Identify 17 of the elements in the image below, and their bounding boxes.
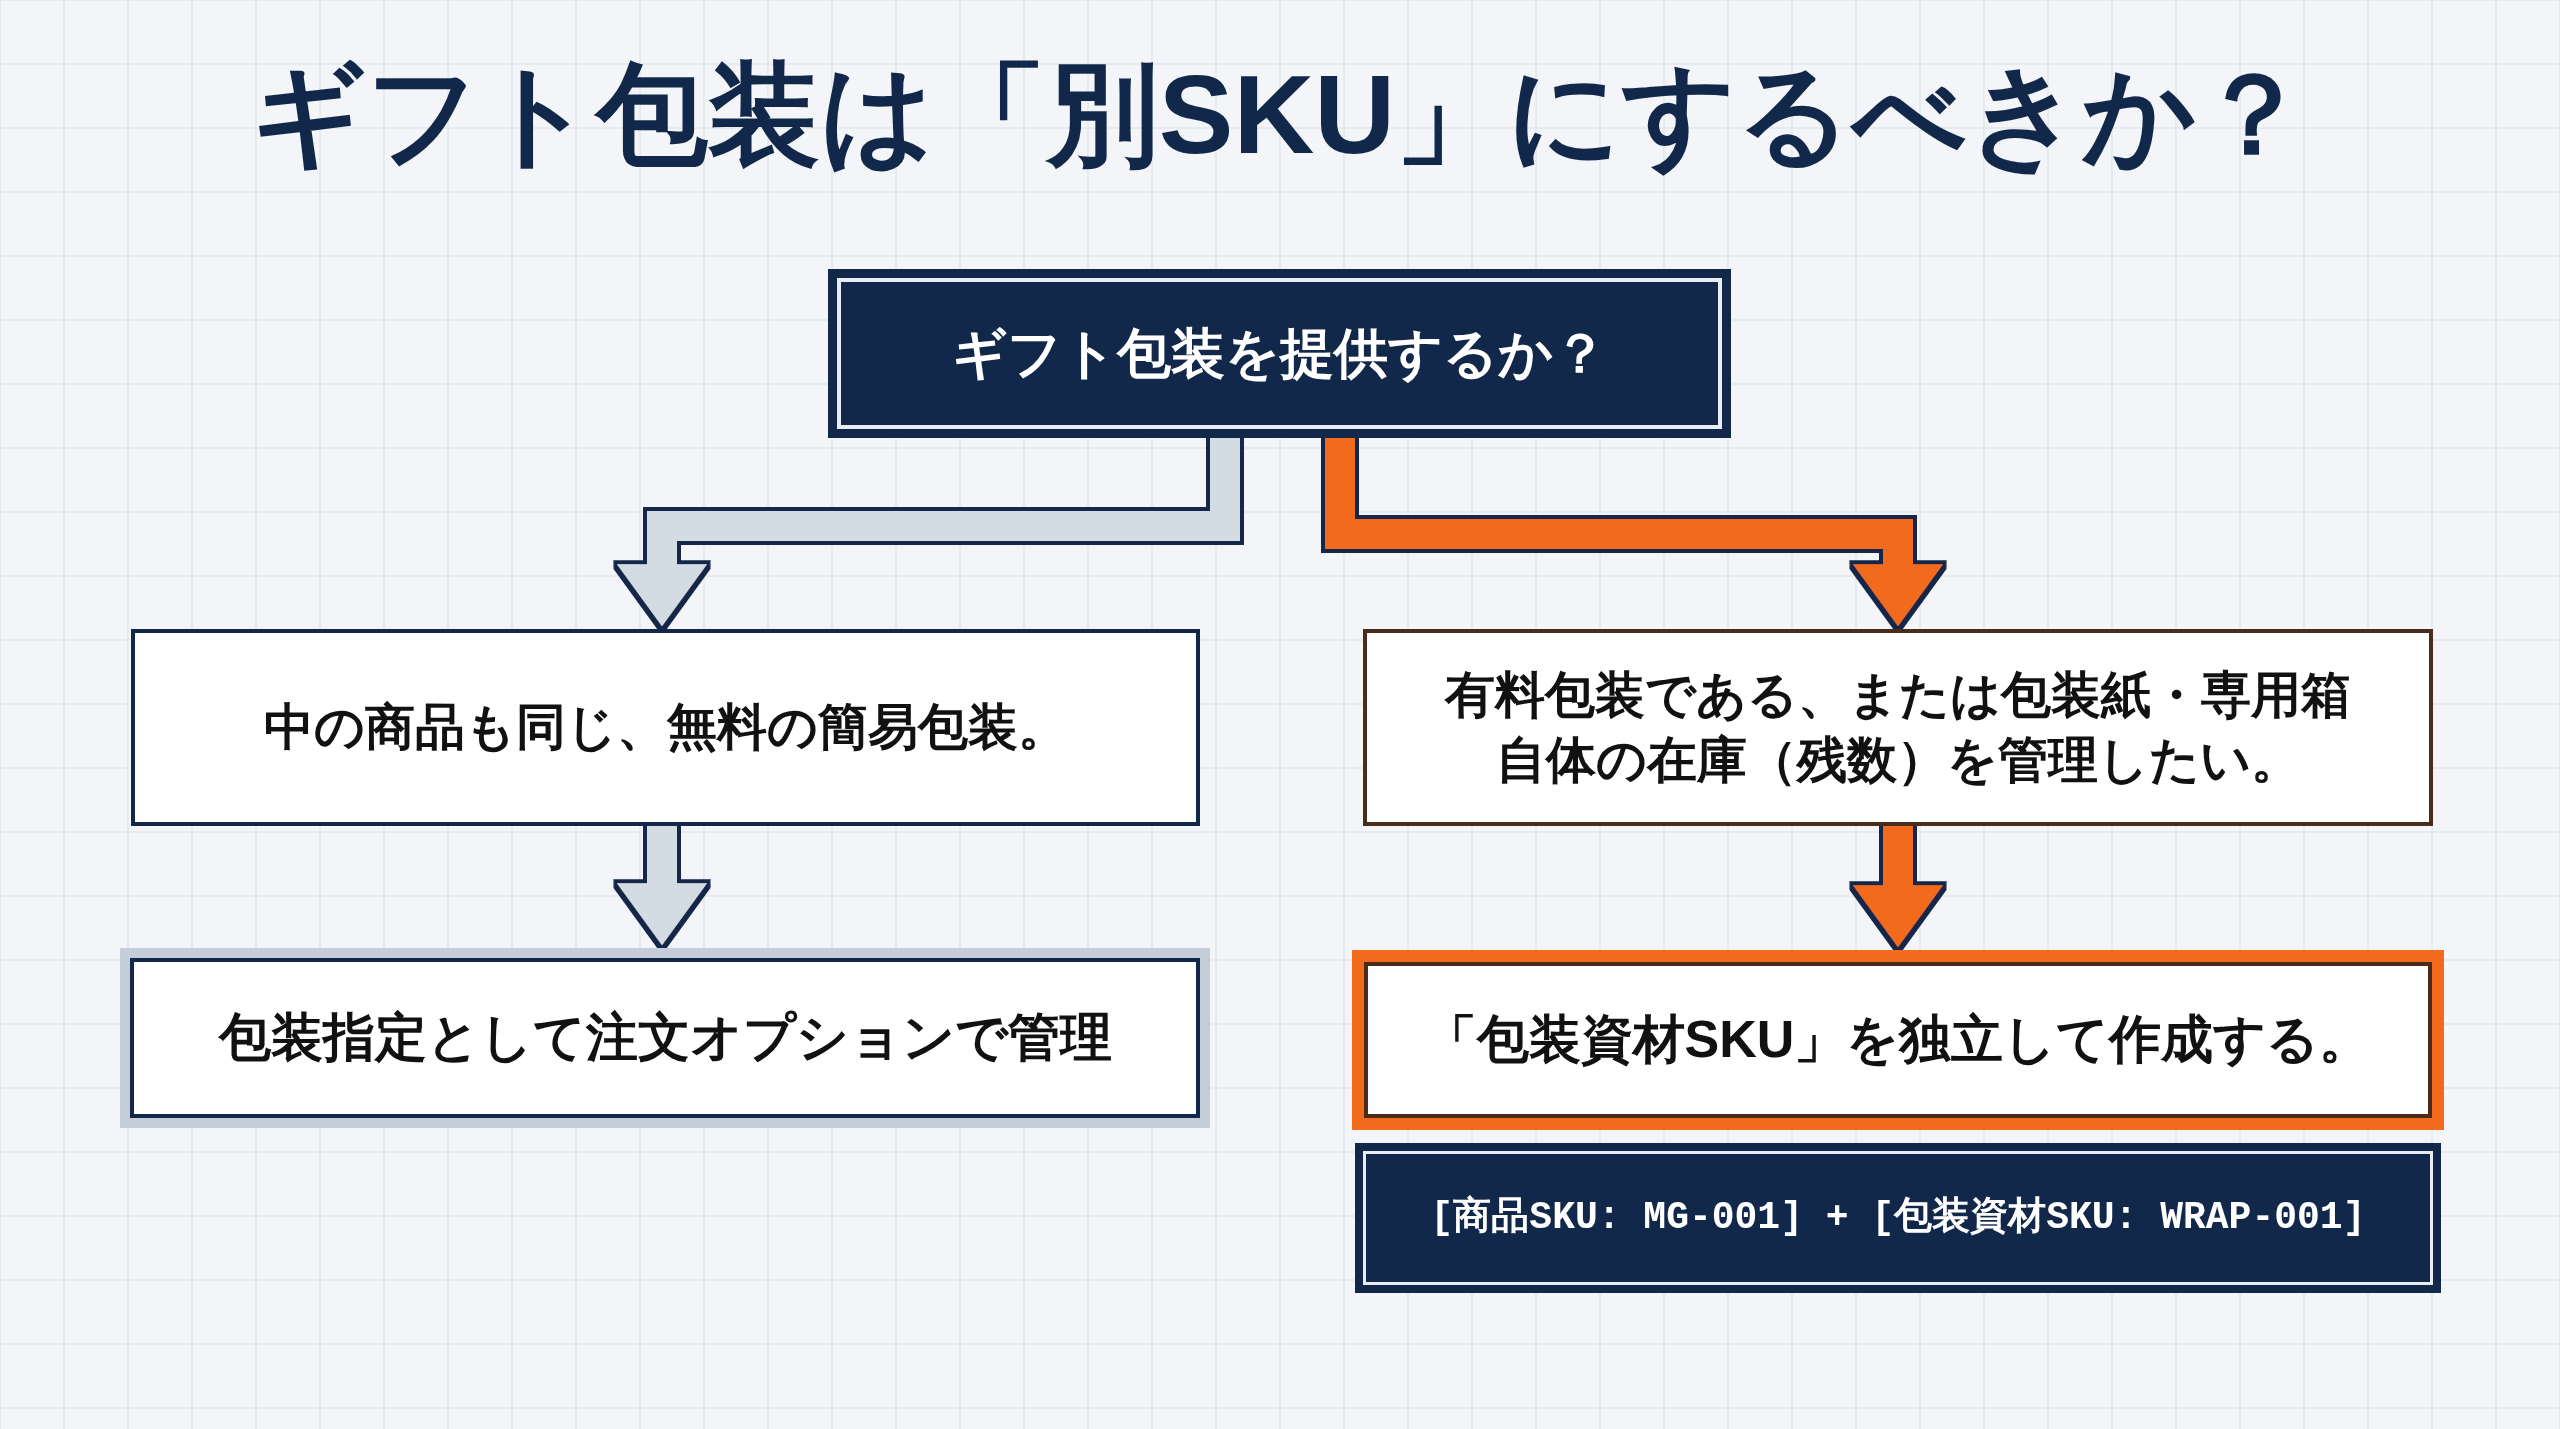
title: ギフト包装は「別SKU」にするべきか？	[250, 51, 2310, 179]
answer-box	[1363, 629, 2433, 826]
arrow	[616, 826, 708, 946]
arrow	[616, 438, 1240, 627]
node-text: 包装指定として注文オプションで管理	[218, 1007, 1112, 1069]
node-text: 「包装資材SKU」を独立して作成する。	[1424, 1009, 2372, 1071]
answer-box	[131, 629, 1200, 826]
sku-example-box	[1355, 1143, 2441, 1293]
question-box	[828, 269, 1731, 438]
code-text: [商品SKU: MG-001] + [包装資材SKU: WRAP-001]	[1430, 1194, 2366, 1242]
arrow	[1852, 826, 1944, 948]
node-text: ギフト包装を提供するか？	[952, 322, 1607, 386]
result-box	[120, 948, 1210, 1128]
arrow	[1325, 438, 1944, 627]
result-box	[1352, 950, 2444, 1130]
node-text: 有料包装である、または包装紙・専用箱自体の在庫（残数）を管理したい。	[1443, 665, 2352, 790]
node-text: 中の商品も同じ、無料の簡易包装。	[263, 698, 1068, 757]
